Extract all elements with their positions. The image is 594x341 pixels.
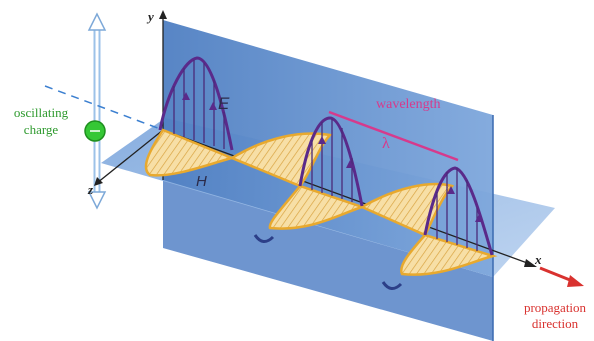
oscillating-charge-label: oscillating charge [13, 105, 69, 137]
vertical-plane-lower [163, 180, 493, 341]
x-axis [162, 129, 531, 265]
lambda-label: λ [382, 135, 390, 152]
electric-field-label: E [218, 94, 230, 113]
e-field-vectors [173, 60, 478, 251]
h-field-wave [144, 128, 498, 276]
charge-icon [84, 120, 106, 142]
wavelength-label: wavelength [376, 97, 441, 112]
magnetic-field-label: H [196, 173, 207, 190]
dashed-axis-line [44, 85, 164, 131]
vertical-double-arrow-icon [87, 12, 107, 210]
shadow-curl-1 [253, 234, 275, 243]
propagation-arrow-icon [539, 266, 584, 287]
shadow-curl-2 [381, 281, 403, 290]
z-axis-label: z [88, 182, 94, 197]
propagation-direction-label: propagation direction [523, 300, 587, 331]
wavelength-marker [328, 110, 459, 162]
y-axis-label: y [148, 9, 154, 24]
z-axis [96, 129, 164, 184]
x-axis-label: x [535, 252, 542, 267]
